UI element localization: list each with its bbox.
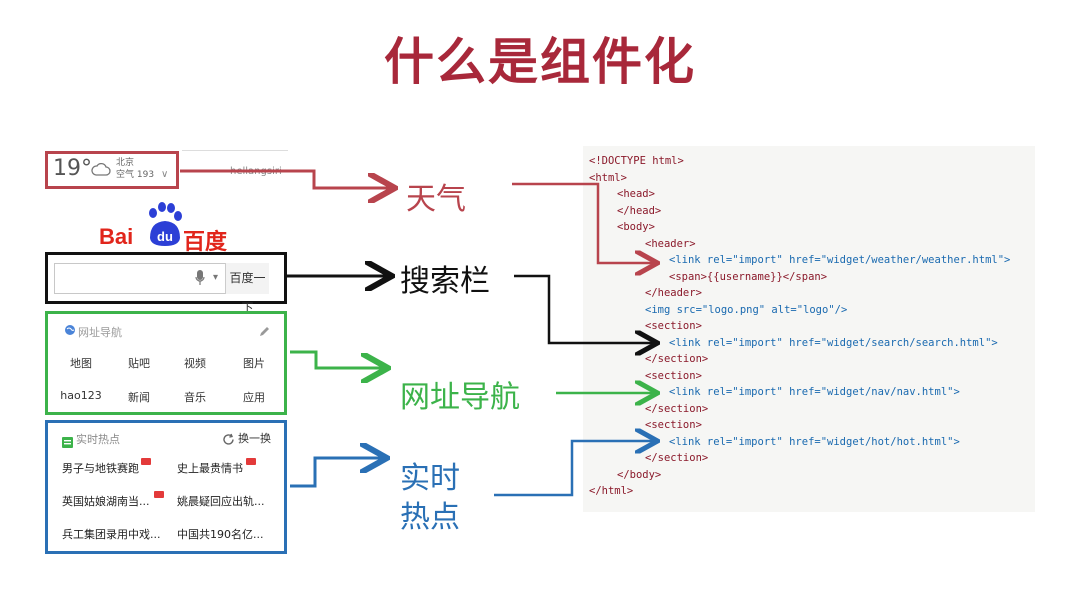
code-line: </section> [645, 452, 709, 464]
code-line: <span>{{username}}</span> [669, 271, 828, 283]
search-widget: ▾ 百度一下 [45, 252, 287, 315]
pencil-icon[interactable] [258, 323, 270, 342]
arrow-nav-to-label [290, 350, 385, 368]
hot-item[interactable]: 兵工集团录用中戏... [62, 528, 161, 541]
cloud-icon [91, 162, 111, 181]
code-line: <section> [645, 419, 702, 431]
code-line-hot-import: <link rel="import" href="widget/hot/hot.… [669, 436, 960, 448]
weather-widget[interactable]: 19° 北京 空气 193 ∨ [45, 151, 179, 189]
code-line-nav-import: <link rel="import" href="widget/nav/nav.… [669, 386, 960, 398]
new-badge [154, 491, 164, 498]
code-line: </head> [617, 205, 662, 217]
code-line: </header> [645, 287, 702, 299]
code-line: <head> [617, 188, 655, 200]
hot-widget: 实时热点 换一换 男子与地铁赛跑 史上最贵情书 英国姑娘湖南当... 姚晨疑回应… [45, 420, 287, 554]
code-line-search-import: <link rel="import" href="widget/search/s… [669, 337, 998, 349]
arrow-weather-to-label [180, 169, 392, 188]
microphone-icon[interactable] [195, 270, 205, 290]
label-hot-line2: 热点 [400, 500, 460, 535]
new-badge [246, 458, 256, 465]
temperature: 19° [53, 156, 92, 181]
arrow-hot-to-label [290, 458, 384, 488]
hot-item[interactable]: 中国共190名亿... [177, 528, 264, 541]
code-line: <section> [645, 320, 702, 332]
nav-item-tieba[interactable]: 贴吧 [128, 357, 150, 370]
chevron-down-icon[interactable]: ∨ [161, 169, 169, 180]
arrow-search-to-code [514, 274, 655, 343]
code-line-weather-import: <link rel="import" href="widget/weather/… [669, 254, 1011, 266]
logo-text-baidu: 百度 [183, 230, 228, 255]
code-line: <html> [589, 172, 627, 184]
header-divider [182, 150, 288, 151]
code-line: </section> [645, 403, 709, 415]
hot-header-label: 实时热点 [76, 433, 120, 446]
code-line: </html> [589, 485, 634, 497]
arrow-hot-to-code [494, 441, 655, 497]
refresh-icon[interactable] [222, 431, 235, 450]
label-search: 搜索栏 [400, 264, 490, 299]
caret-down-icon[interactable]: ▾ [213, 272, 219, 283]
code-panel: <!DOCTYPE html> <html> <head> </head> <b… [583, 146, 1035, 512]
search-button[interactable]: 百度一下 [225, 263, 269, 315]
nav-widget: 网址导航 地图 贴吧 视频 图片 hao123 新闻 音乐 应用 [45, 311, 287, 415]
logo-text-du: du [157, 229, 173, 244]
nav-item-music[interactable]: 音乐 [184, 391, 206, 404]
label-weather: 天气 [406, 182, 466, 217]
hot-item[interactable]: 男子与地铁赛跑 [62, 462, 139, 475]
hot-icon [62, 433, 73, 452]
code-line: <!DOCTYPE html> [589, 155, 684, 167]
code-line: <body> [617, 221, 655, 233]
code-line: <header> [645, 238, 696, 250]
code-line: <img src="logo.png" alt="logo"/> [645, 304, 848, 316]
logo-text-bai: Bai [99, 224, 134, 249]
weather-aqi: 空气 193 [116, 170, 155, 180]
weather-city: 北京 [116, 158, 135, 168]
slide-title: 什么是组件化 [384, 33, 696, 91]
nav-item-images[interactable]: 图片 [243, 357, 265, 370]
baidu-logo[interactable]: Bai du 百度 [99, 202, 239, 255]
nav-item-hao123[interactable]: hao123 [60, 389, 102, 402]
label-hot-line1: 实时 [400, 461, 460, 496]
code-line: </body> [617, 469, 662, 481]
code-line: <section> [645, 370, 702, 382]
nav-item-map[interactable]: 地图 [70, 357, 92, 370]
nav-item-apps[interactable]: 应用 [243, 391, 265, 404]
hot-item[interactable]: 英国姑娘湖南当... [62, 495, 150, 508]
code-line: </section> [645, 353, 709, 365]
label-nav: 网址导航 [400, 380, 520, 415]
hot-item[interactable]: 姚晨疑回应出轨... [177, 495, 265, 508]
paw-icon: du [144, 202, 184, 252]
nav-item-video[interactable]: 视频 [184, 357, 206, 370]
new-badge [141, 458, 151, 465]
globe-icon [64, 324, 76, 339]
nav-header-label: 网址导航 [78, 326, 122, 339]
nav-item-news[interactable]: 新闻 [128, 391, 150, 404]
search-input[interactable]: ▾ 百度一下 [54, 263, 269, 315]
refresh-button[interactable]: 换一换 [238, 432, 271, 445]
hot-item[interactable]: 史上最贵情书 [177, 462, 243, 475]
arrow-weather-to-code [512, 182, 655, 263]
